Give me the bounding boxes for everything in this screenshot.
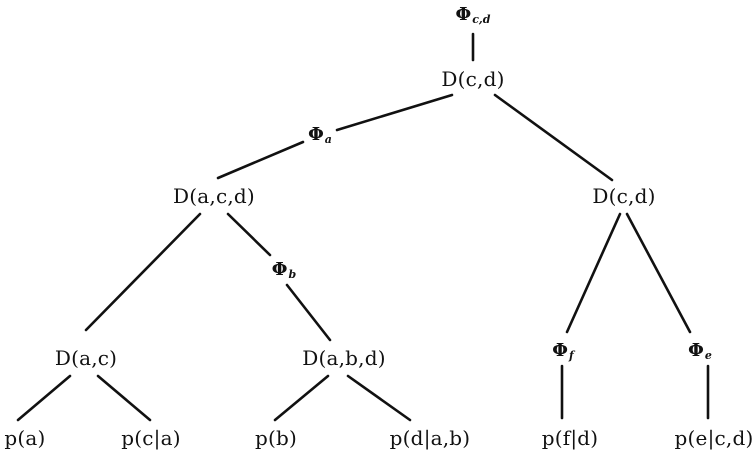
edge-phia-left — [216, 140, 305, 180]
edge-right-phif — [565, 212, 622, 334]
edge-left-ll — [84, 212, 202, 332]
node-left: D(a,c,d) — [173, 184, 255, 208]
message-phi-b-subscript: b — [288, 268, 297, 281]
edge-right-phie — [625, 212, 692, 334]
message-phi-e: Φe — [688, 340, 712, 362]
edge-ll-pca — [96, 374, 152, 422]
message-phi-cd: Φc,d — [456, 4, 491, 26]
node-root: D(c,d) — [441, 67, 505, 91]
message-phi-a-symbol: Φ — [308, 124, 324, 145]
leaf-p-e-given-cd: p(e|c,d) — [674, 426, 754, 450]
message-phi-a-subscript: a — [324, 133, 332, 146]
message-phi-e-subscript: e — [704, 349, 712, 362]
edge-lr-pb — [273, 374, 330, 422]
message-phi-e-symbol: Φ — [688, 340, 704, 361]
edge-root-phia — [335, 93, 454, 132]
message-phi-f: Φf — [552, 340, 573, 362]
leaf-p-f-given-d: p(f|d) — [541, 426, 599, 450]
message-phi-b-symbol: Φ — [271, 259, 288, 280]
node-lr: D(a,b,d) — [302, 346, 386, 370]
message-phi-cd-subscript: c,d — [472, 13, 491, 26]
node-ll: D(a,c) — [54, 346, 118, 370]
message-phi-a: Φa — [308, 124, 332, 146]
message-phi-b: Φb — [272, 259, 296, 281]
node-right: D(c,d) — [592, 184, 656, 208]
leaf-p-a: p(a) — [4, 426, 46, 450]
message-phi-f-subscript: f — [568, 349, 574, 362]
leaf-p-c-given-a: p(c|a) — [121, 426, 181, 450]
message-phi-cd-symbol: Φ — [455, 4, 472, 25]
leaf-p-b: p(b) — [254, 426, 298, 450]
leaf-p-d-given-ab: p(d|a,b) — [389, 426, 471, 450]
message-phi-f-symbol: Φ — [552, 340, 568, 361]
edge-lr-pdab — [346, 374, 412, 422]
edge-ll-pa — [16, 374, 72, 422]
edge-phib-lr — [285, 283, 332, 342]
edge-left-phib — [226, 212, 272, 257]
edge-root-right — [493, 93, 614, 182]
